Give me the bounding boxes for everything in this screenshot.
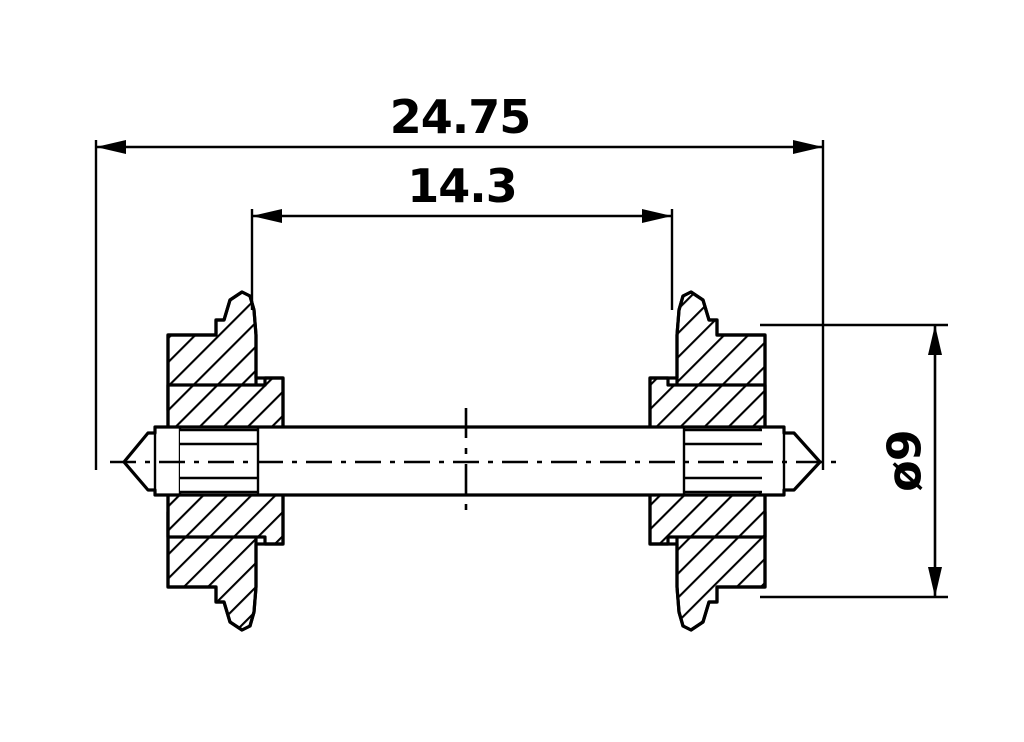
axle	[110, 425, 836, 497]
dim-24-label: 24.75	[390, 90, 531, 144]
dim-d9-arrow-bottom	[928, 567, 942, 597]
dim-24-arrow-left	[96, 140, 126, 154]
right-wheel-upper-outline	[648, 290, 767, 434]
dim-14-label: 14.3	[407, 159, 517, 213]
dim-24-arrow-right	[793, 140, 823, 154]
dim-14-arrow-right	[642, 209, 672, 223]
dimension-overall-width: 24.75	[94, 90, 825, 470]
right-wheel-lower-outline	[648, 488, 767, 632]
dim-d9-label: ø9	[878, 430, 932, 492]
dimension-inner-gauge: 14.3	[250, 159, 674, 310]
dimension-wheel-diameter: ø9	[760, 323, 948, 599]
dim-d9-arrow-top	[928, 325, 942, 355]
right-wheel	[648, 290, 767, 632]
left-wheel-lower-outline	[166, 488, 285, 632]
dim-14-arrow-left	[252, 209, 282, 223]
